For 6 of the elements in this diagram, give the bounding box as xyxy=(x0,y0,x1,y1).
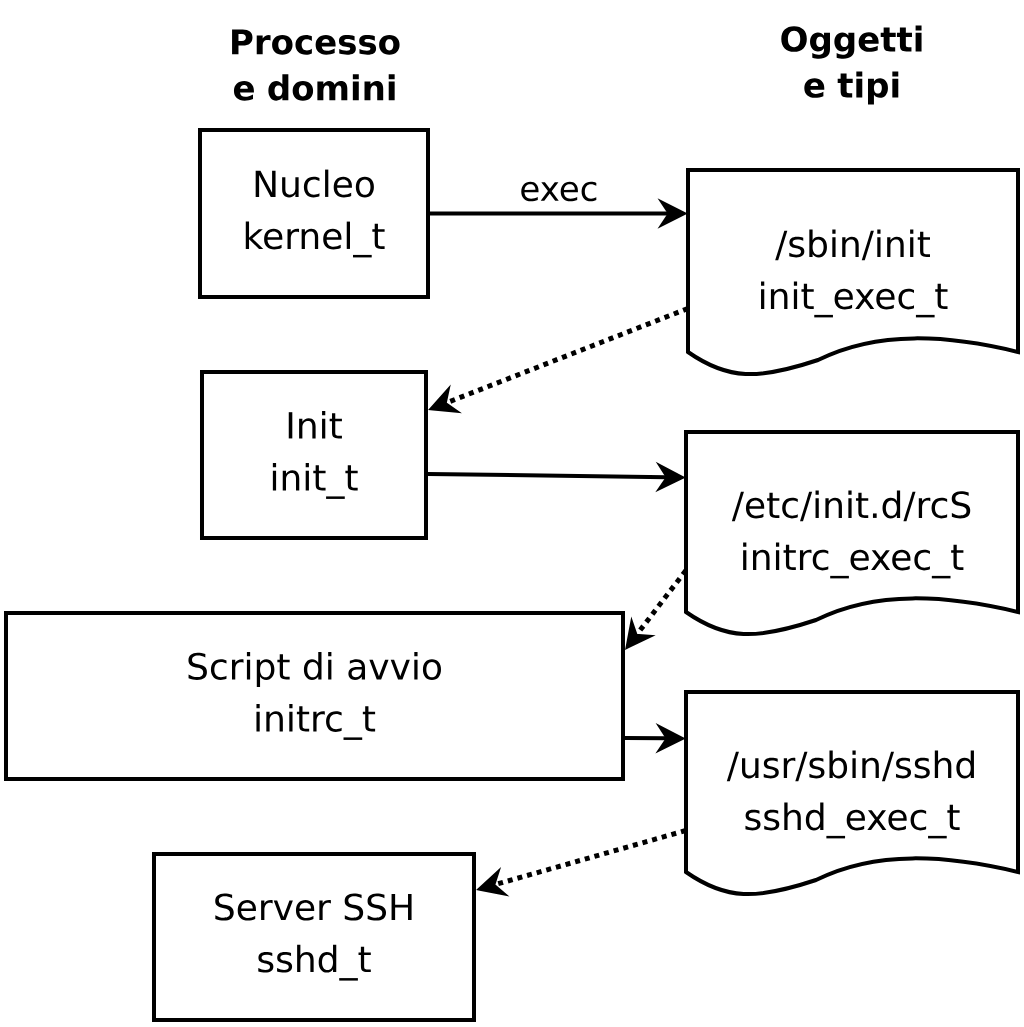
edge-label: exec xyxy=(517,179,601,204)
process-box: Script di avvio initrc_t xyxy=(4,611,625,781)
process-box: Init init_t xyxy=(200,370,428,540)
column-heading: Oggetti e tipi xyxy=(781,25,922,105)
process-box: Server SSH sshd_t xyxy=(152,852,476,1022)
process-box: Nucleo kernel_t xyxy=(198,128,430,299)
